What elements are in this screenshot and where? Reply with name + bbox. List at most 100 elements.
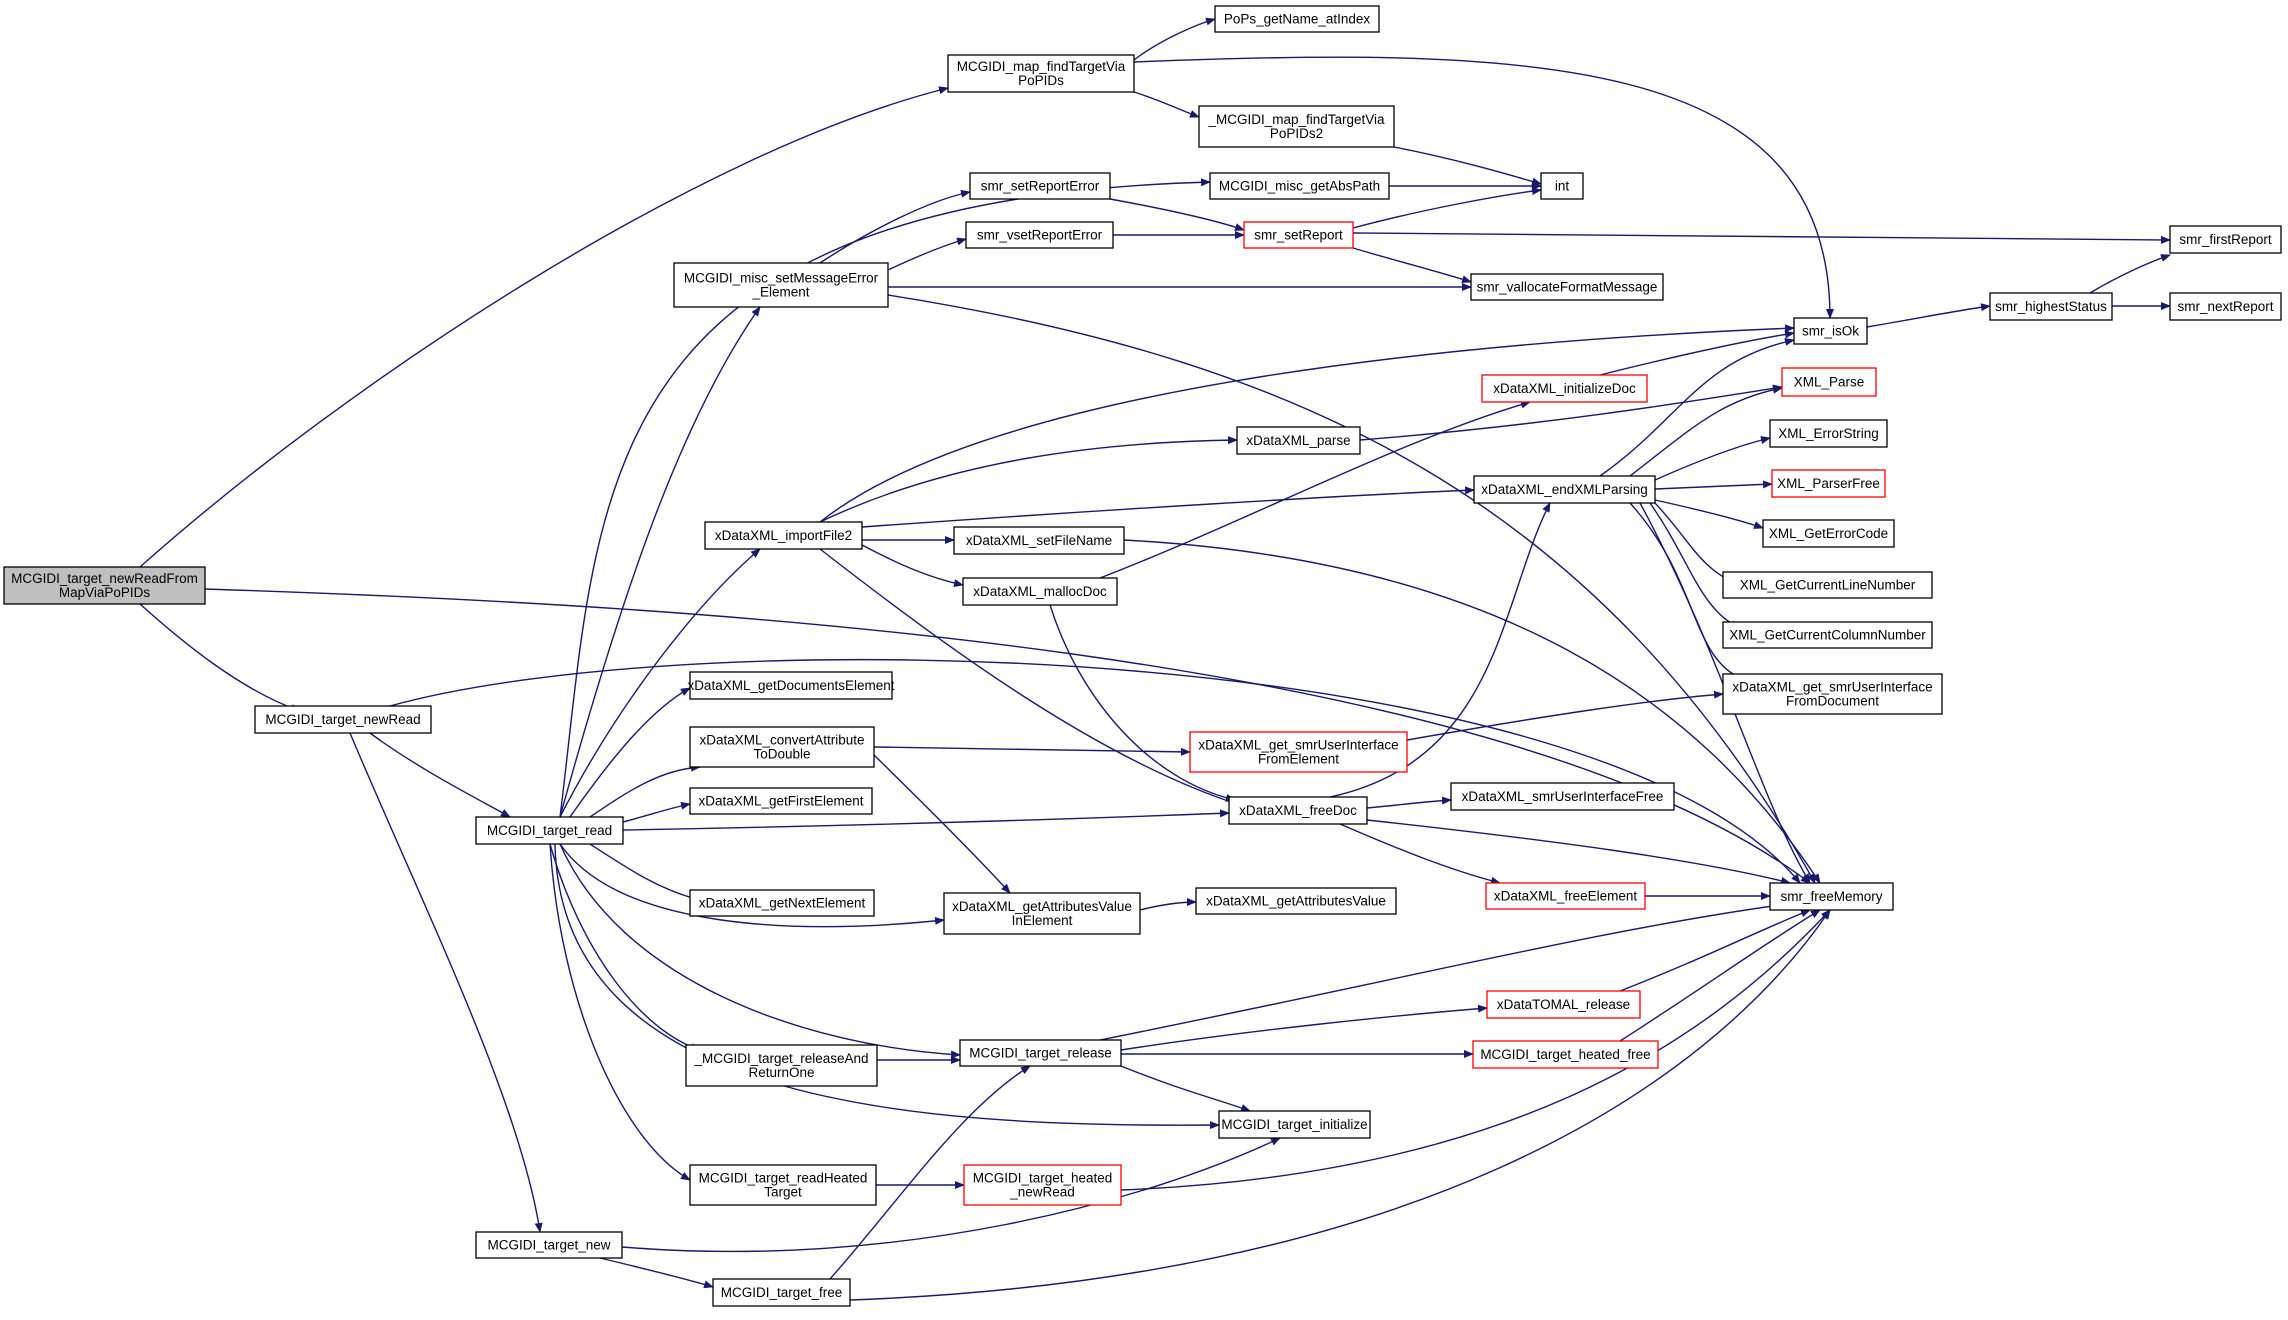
edge-root-to-map_find <box>139 86 949 568</box>
node-label: MCGIDI_target_release <box>969 1046 1112 1061</box>
node-box <box>1243 221 1354 249</box>
node-is-ok[interactable]: smr_isOk <box>1793 317 1868 345</box>
edge-free_doc-to-free_memory <box>1366 819 1791 885</box>
node-label: XML_GetErrorCode <box>1769 526 1888 541</box>
node-box <box>689 889 875 917</box>
edge-malloc_doc-to-init_doc <box>1099 400 1531 579</box>
node-label: MCGIDI_target_free <box>721 1285 843 1300</box>
node-highest-status[interactable]: smr_highestStatus <box>1989 292 2113 321</box>
node-next-report[interactable]: smr_nextReport <box>2169 292 2282 321</box>
node-abs-path[interactable]: MCGIDI_misc_getAbsPath <box>1209 172 1390 200</box>
node-target-init[interactable]: MCGIDI_target_initialize <box>1218 1110 1371 1139</box>
node-end-xml[interactable]: xDataXML_endXMLParsing <box>1473 475 1656 504</box>
node-set-file-name[interactable]: xDataXML_setFileName <box>953 526 1125 555</box>
node-label: MCGIDI_target_heated_free <box>1480 1047 1650 1062</box>
node-free-doc[interactable]: xDataXML_freeDoc <box>1228 796 1368 825</box>
node-label: MCGIDI_misc_setMessageError <box>684 271 879 286</box>
node-box <box>2169 225 2282 254</box>
node-label: FromDocument <box>1786 694 1879 709</box>
node-xml-error-string[interactable]: XML_ErrorString <box>1769 419 1888 448</box>
node-get-smr-doc[interactable]: xDataXML_get_smrUserInterfaceFromDocumen… <box>1722 673 1943 715</box>
node-xml-col[interactable]: XML_GetCurrentColumnNumber <box>1722 621 1933 649</box>
node-smr-ui-free[interactable]: xDataXML_smrUserInterfaceFree <box>1450 782 1675 811</box>
node-get-attr-val[interactable]: xDataXML_getAttributesValue <box>1195 887 1397 915</box>
edge-map_find-to-pops_get <box>1133 17 1216 61</box>
node-target-free[interactable]: MCGIDI_target_free <box>712 1278 851 1307</box>
node-get-docs-el[interactable]: xDataXML_getDocumentsElement <box>687 671 895 700</box>
node-xdata-parse[interactable]: xDataXML_parse <box>1236 426 1361 455</box>
node-set-report-error[interactable]: smr_setReportError <box>969 172 1111 200</box>
node-xml-get-error-code[interactable]: XML_GetErrorCode <box>1762 519 1895 548</box>
node-box <box>1771 469 1886 498</box>
node-set-msg-err[interactable]: MCGIDI_misc_setMessageError_Element <box>673 262 889 308</box>
node-int[interactable]: int <box>1540 172 1584 200</box>
node-xml-parser-free[interactable]: XML_ParserFree <box>1771 469 1886 498</box>
node-xml-line[interactable]: XML_GetCurrentLineNumber <box>1722 571 1933 599</box>
node-xml-parse[interactable]: XML_Parse <box>1781 367 1877 397</box>
node-target-read[interactable]: MCGIDI_target_read <box>475 816 624 845</box>
node-import-file[interactable]: xDataXML_importFile2 <box>704 521 863 550</box>
node-label: MCGIDI_target_initialize <box>1221 1117 1367 1132</box>
node-heated-new-read[interactable]: MCGIDI_target_heated_newRead <box>963 1164 1122 1206</box>
node-box <box>1989 292 2113 321</box>
node-box <box>1540 172 1584 200</box>
edge-target_free-to-free_memory <box>849 909 1831 1301</box>
node-free-memory[interactable]: smr_freeMemory <box>1769 882 1894 911</box>
edge-target_new-to-target_init <box>621 1137 1281 1253</box>
edge-end_xml-to-is_ok <box>1599 337 1795 477</box>
node-target-new[interactable]: MCGIDI_target_new <box>475 1231 623 1259</box>
edge-set_msg_err-to-set_report_error <box>819 189 971 264</box>
edge-target_read-to-conv_attr <box>589 763 701 818</box>
node-label: xDataXML_getDocumentsElement <box>687 678 894 693</box>
node-get-next[interactable]: xDataXML_getNextElement <box>689 889 875 917</box>
node-label: MCGIDI_target_newRead <box>265 712 420 727</box>
node-newRead[interactable]: MCGIDI_target_newRead <box>254 705 432 734</box>
node-box <box>254 705 432 734</box>
node-vset-report-error[interactable]: smr_vsetReportError <box>965 221 1114 249</box>
edge-heated_free-to-free_memory <box>1619 909 1821 1042</box>
edge-set_report_error-to-set_report <box>1109 198 1245 231</box>
node-label: xDataXML_mallocDoc <box>973 584 1107 599</box>
node-box <box>969 172 1111 200</box>
edge-highest_status-to-first_report <box>2089 254 2171 294</box>
node-box <box>1236 426 1361 455</box>
node-label: PoPIDs <box>1018 73 1064 88</box>
node-target-release[interactable]: MCGIDI_target_release <box>959 1039 1122 1067</box>
edge-set_file_name-to-free_memory <box>1123 539 1821 884</box>
node-box <box>959 1039 1122 1067</box>
node-box <box>712 1278 851 1307</box>
node-first-report[interactable]: smr_firstReport <box>2169 225 2282 254</box>
node-label: XML_GetCurrentLineNumber <box>1740 578 1916 593</box>
node-init-doc[interactable]: xDataXML_initializeDoc <box>1481 374 1648 403</box>
node-get-first[interactable]: xDataXML_getFirstElement <box>689 787 873 815</box>
edge-map_find-to-is_ok <box>1133 56 1834 319</box>
edge-conv_attr-to-get_smr_el <box>873 746 1191 756</box>
node-box <box>1769 419 1888 448</box>
node-malloc-doc[interactable]: xDataXML_mallocDoc <box>962 577 1118 606</box>
edge-map_find-to-map_find2 <box>1133 91 1200 118</box>
node-box <box>1481 374 1648 403</box>
edge-set_msg_err-to-free_memory <box>887 294 1816 884</box>
node-free-element[interactable]: xDataXML_freeElement <box>1485 882 1646 910</box>
edge-target_read-to-import_file <box>559 548 761 818</box>
node-box <box>1218 1110 1371 1139</box>
node-label: xDataXML_getFirstElement <box>698 794 863 809</box>
node-heated-free[interactable]: MCGIDI_target_heated_free <box>1472 1040 1659 1069</box>
node-label: ReturnOne <box>748 1065 814 1080</box>
node-pops-get[interactable]: PoPs_getName_atIndex <box>1214 5 1380 33</box>
node-label: xDataXML_getNextElement <box>699 896 866 911</box>
node-label: FromElement <box>1258 752 1339 767</box>
node-valloc[interactable]: smr_vallocateFormatMessage <box>1470 273 1664 301</box>
edge-newRead-to-target_new <box>349 732 543 1233</box>
node-toml-release[interactable]: xDataTOMAL_release <box>1486 990 1641 1019</box>
edge-toml_release-to-free_memory <box>1619 909 1811 992</box>
node-set-report[interactable]: smr_setReport <box>1243 221 1354 249</box>
